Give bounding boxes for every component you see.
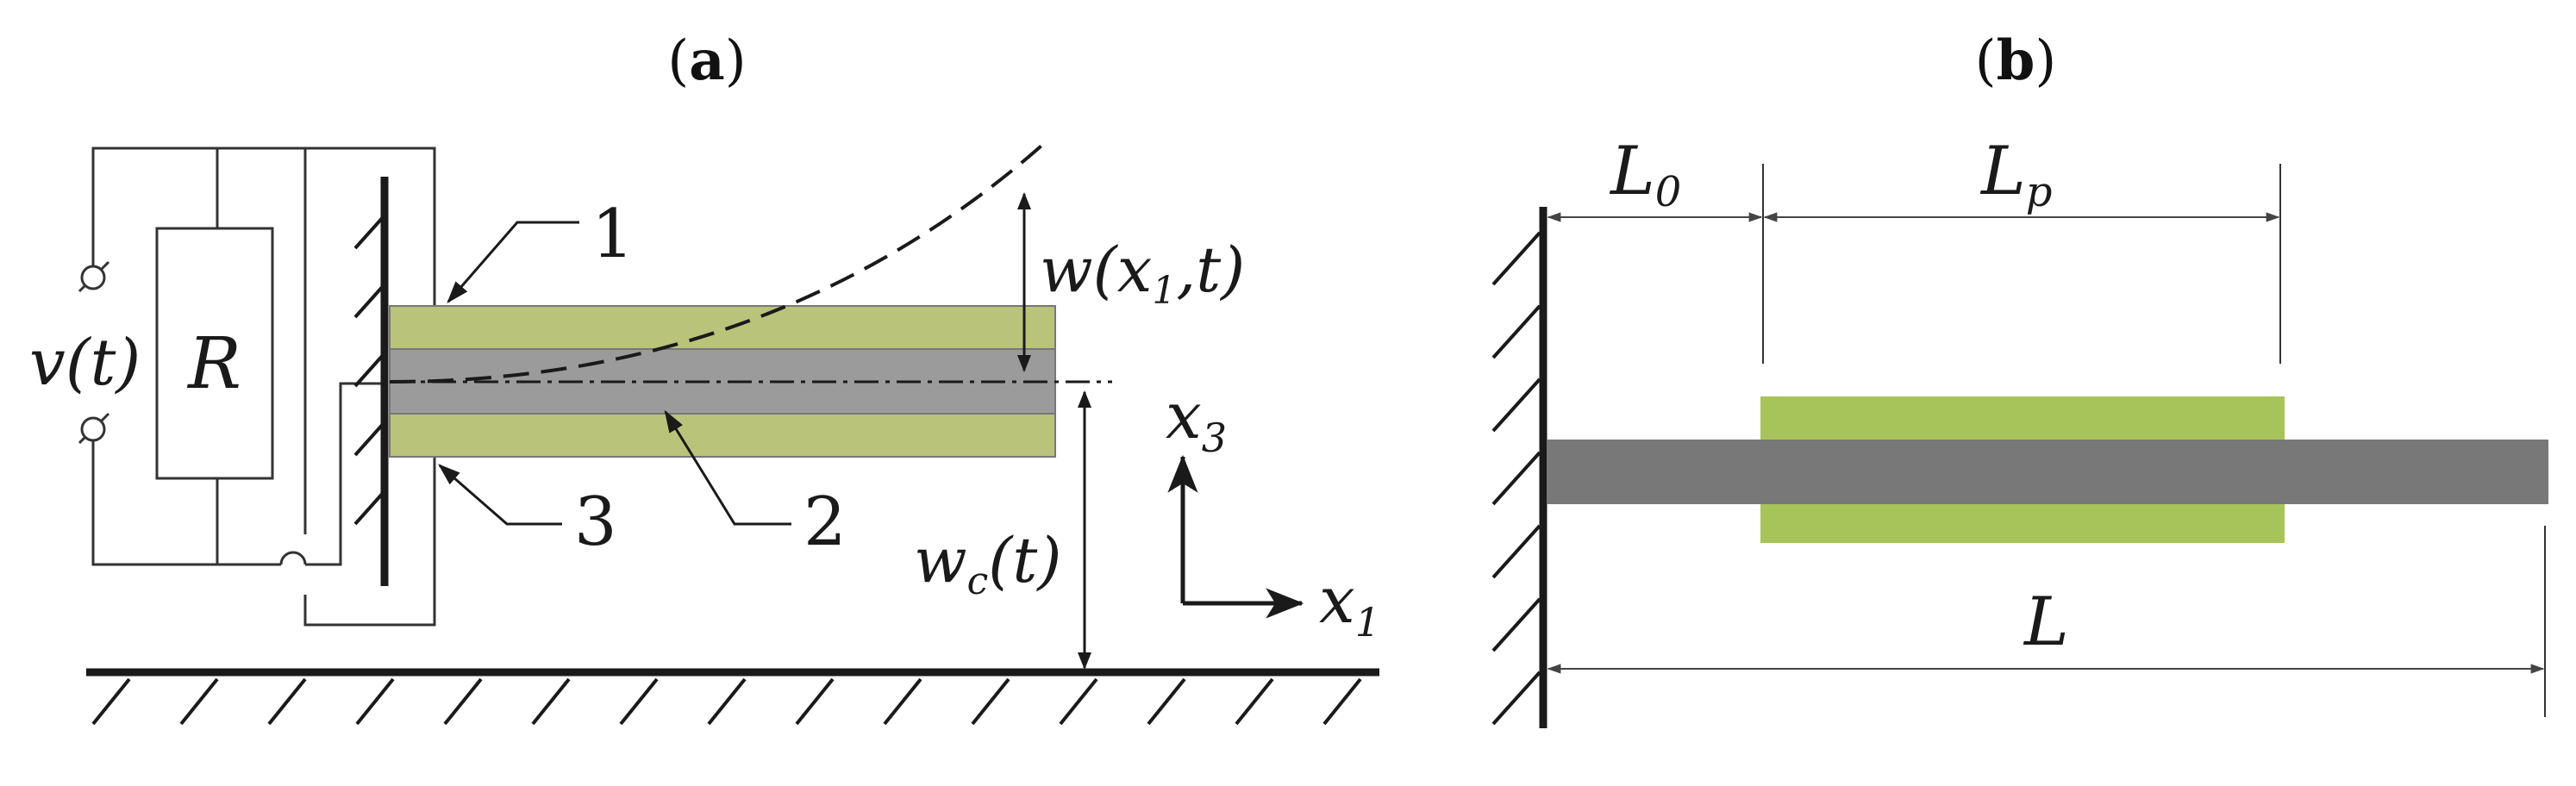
- ground-hatching: [91, 677, 1362, 726]
- clamp-wall: [353, 177, 389, 586]
- voltage-terminal-top: [80, 265, 106, 290]
- axis-x1-label: x1: [1319, 564, 1380, 646]
- leader-1: [447, 221, 579, 303]
- dimension-Lp-label: Lp: [1979, 133, 2053, 216]
- part-2-label: 2: [803, 483, 847, 561]
- resistor-box: [155, 227, 274, 480]
- ground-surface: [86, 668, 1379, 726]
- deflection-curve: [389, 139, 1049, 384]
- panel-b-label: (b): [1975, 28, 2057, 93]
- bottom-piezo-patch: [1760, 504, 2285, 543]
- part-3-label: 3: [574, 483, 617, 561]
- resistor-label: R: [186, 323, 241, 405]
- panel-b: (b) L0 Lp L: [1491, 28, 2548, 728]
- leader-2: [664, 409, 791, 526]
- part-1-label: 1: [591, 196, 635, 273]
- bottom-piezo-layer: [389, 413, 1056, 458]
- top-piezo-layer: [389, 305, 1056, 350]
- axis-x3-label: x3: [1166, 379, 1227, 461]
- fixed-support-wall: [1491, 207, 1547, 728]
- voltage-label: v(t): [29, 326, 141, 400]
- coordinate-axes: [1167, 454, 1304, 619]
- beam: [1547, 440, 2548, 504]
- top-piezo-patch: [1760, 396, 2285, 444]
- dimension-L0-label: L0: [1609, 133, 1681, 216]
- circuit-wiring: [78, 147, 436, 627]
- panel-a: (a): [29, 28, 1380, 726]
- dimension-L-label: L: [2023, 583, 2069, 661]
- deflection-label: w(x1,t): [1040, 234, 1245, 313]
- panel-a-label: (a): [667, 28, 746, 93]
- voltage-terminal-bottom: [80, 416, 106, 442]
- gap-label: wc(t): [914, 524, 1061, 603]
- leader-3: [438, 464, 562, 526]
